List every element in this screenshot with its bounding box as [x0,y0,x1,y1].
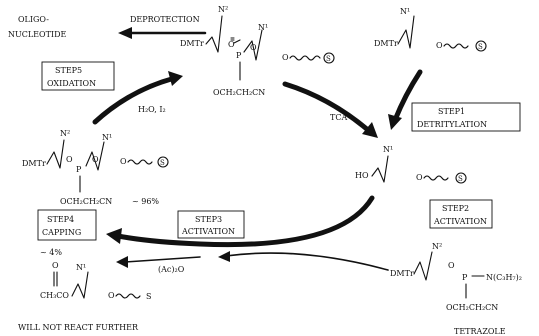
deprotection-arrow [118,27,207,39]
phosphite-molecule-top: N² DMTr O P O N¹ O S OCH₂CH₂CN [180,5,335,97]
step4-box: STEP4 CAPPING [37,209,97,241]
will-not-react-label: WILL NOT REACT FURTHER [18,323,139,332]
oxidation-reagent: H₂O, I₂ [138,105,166,114]
ho-nucleoside-center: N¹ HO O S [355,145,467,184]
svg-text:N²: N² [218,5,228,14]
svg-text:N¹: N¹ [76,263,86,272]
phosphite-molecule-left: N² DMTr O P O N¹ O S OCH₂CH₂CN ~ 96% [22,129,169,206]
svg-text:HO: HO [355,171,369,180]
svg-text:ACTIVATION: ACTIVATION [433,217,487,226]
svg-text:DETRITYLATION: DETRITYLATION [417,120,487,129]
capping-reagent: (Ac)₂O [158,265,185,274]
activation-cycle-arrow [106,195,375,248]
svg-text:STEP1: STEP1 [438,107,465,116]
svg-text:O: O [448,261,455,270]
oligo-label-2: NUCLEOTIDE [8,30,66,39]
svg-text:N¹: N¹ [400,7,410,16]
svg-text:O: O [282,53,289,62]
dmtr-nucleoside-topright: N¹ DMTr O S [374,7,487,52]
svg-text:O: O [66,155,73,164]
svg-text:STEP4: STEP4 [47,215,74,224]
svg-text:O: O [108,291,115,300]
svg-text:CH₃CO: CH₃CO [40,291,69,300]
step3-box: STEP3 ACTIVATION [177,210,245,239]
yield-4: ~ 4% [40,248,62,257]
svg-text:S: S [478,43,483,51]
svg-text:N²: N² [60,129,70,138]
svg-text:O: O [52,261,59,270]
svg-text:P: P [462,273,468,282]
phosphoramidite: N² DMTr O P N(C₃H₇)₂ OCH₂CH₂CN [390,242,522,312]
tca-reagent: TCA [330,113,347,122]
svg-text:STEP2: STEP2 [442,204,469,213]
svg-text:DMTr: DMTr [180,39,204,48]
deprotection-label: DEPROTECTION [130,15,200,24]
svg-text:N¹: N¹ [258,23,268,32]
svg-text:OCH₂CH₂CN: OCH₂CH₂CN [60,197,112,206]
tetrazole-arrow [218,251,389,271]
svg-text:DMTr: DMTr [374,39,398,48]
svg-text:S: S [326,55,331,63]
svg-text:STEP3: STEP3 [195,215,222,224]
svg-text:S: S [458,175,463,183]
svg-text:CAPPING: CAPPING [42,228,81,237]
capping-arrow [116,256,201,268]
svg-text:N(C₃H₇)₂: N(C₃H₇)₂ [486,273,522,282]
svg-text:ACTIVATION: ACTIVATION [181,227,235,236]
svg-text:O: O [416,173,423,182]
svg-text:O: O [92,155,99,164]
svg-text:OCH₂CH₂CN: OCH₂CH₂CN [213,88,265,97]
svg-text:N¹: N¹ [102,133,112,142]
tca-side-arrow [388,69,423,130]
svg-text:N²: N² [432,242,442,251]
oxidation-arrow [92,71,183,125]
svg-text:OXIDATION: OXIDATION [47,79,96,88]
tetrazole-label: TETRAZOLE [454,327,506,336]
yield-96: ~ 96% [132,197,159,206]
svg-text:DMTr: DMTr [390,269,414,278]
svg-text:P: P [76,165,82,174]
step5-box: STEP5 OXIDATION [41,61,115,91]
svg-text:O: O [120,157,127,166]
svg-text:P: P [236,51,242,60]
svg-text:O: O [436,41,443,50]
svg-text:STEP5: STEP5 [55,66,82,75]
svg-text:S: S [146,292,151,301]
svg-text:OCH₂CH₂CN: OCH₂CH₂CN [446,303,498,312]
detritylation-arrow [282,81,378,138]
svg-text:S: S [160,159,165,167]
step2-box: STEP2 ACTIVATION [429,199,493,229]
capped-product: O N¹ CH₃CO O S [40,261,151,301]
step1-box: STEP1 DETRITYLATION [411,102,521,132]
svg-text:O: O [228,40,235,49]
svg-text:DMTr: DMTr [22,159,46,168]
svg-text:N¹: N¹ [383,145,393,154]
oligo-label-1: OLIGO- [18,15,49,24]
